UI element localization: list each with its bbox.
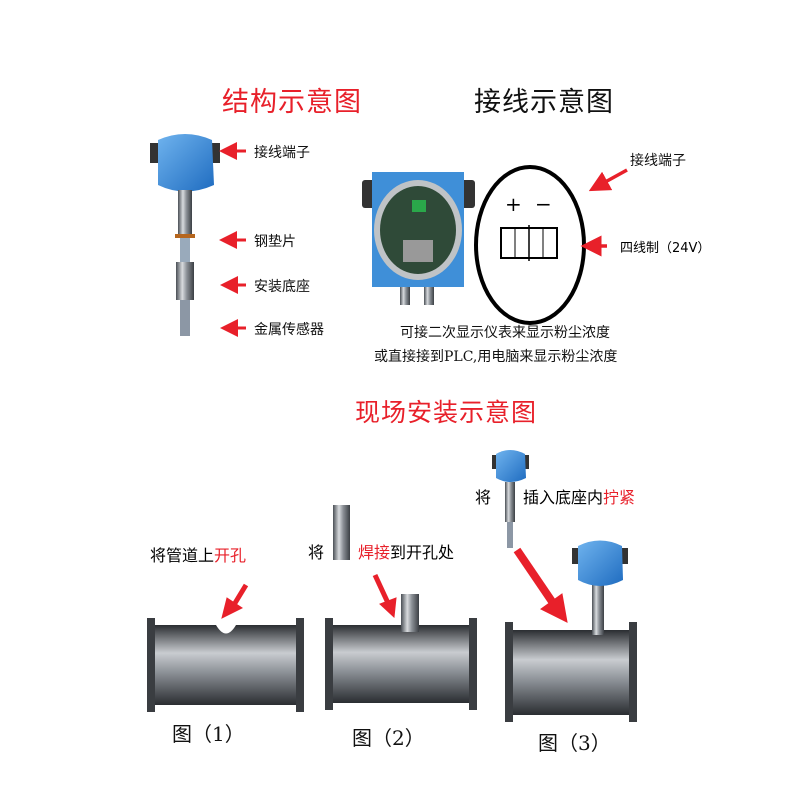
- mounting-base-image: [333, 505, 350, 560]
- step2-text: 将 焊接到开孔处: [308, 539, 454, 563]
- install-arrows: [221, 547, 568, 623]
- small-sensor-image: [492, 450, 529, 548]
- note-line-1: 可接二次显示仪表来显示粉尘浓度: [400, 325, 610, 341]
- pipe-3: [505, 540, 637, 722]
- step3-highlight: 拧紧: [603, 488, 636, 507]
- four-wire-label: 四线制（24V）: [620, 241, 711, 256]
- terminal-plus: +: [505, 192, 522, 216]
- open-housing-image: [362, 172, 475, 305]
- step3-instruction: 插入底座内: [523, 488, 604, 507]
- step1-text: 将管道上开孔: [150, 542, 246, 566]
- step2-highlight: 焊接: [358, 543, 391, 562]
- step2-prefix: 将: [308, 543, 325, 562]
- terminal-minus: −: [535, 192, 552, 216]
- sensor-structure-image: [150, 134, 220, 336]
- figure-3-caption: 图（3）: [538, 731, 611, 755]
- step3-prefix: 将: [475, 488, 492, 507]
- step2-suffix: 到开孔处: [390, 543, 455, 562]
- structure-title: 结构示意图: [222, 87, 362, 118]
- note-line-2: 或直接接到PLC,用电脑来显示粉尘浓度: [374, 349, 618, 365]
- step1-highlight: 开孔: [214, 546, 247, 565]
- pipe-2: [325, 594, 477, 710]
- label-mounting-base: 安装底座: [254, 279, 310, 295]
- structure-arrows: [219, 142, 246, 337]
- label-steel-gasket: 钢垫片: [254, 234, 296, 250]
- pipe-1: [147, 618, 304, 712]
- figure-1-caption: 图（1）: [172, 722, 245, 746]
- wiring-arrows: [580, 168, 628, 257]
- step1-instruction: 将管道上: [150, 546, 215, 565]
- terminal-diagram: [474, 165, 586, 325]
- figure-2-caption: 图（2）: [352, 726, 425, 750]
- step3-text: 将 插入底座内拧紧: [475, 484, 635, 508]
- install-title: 现场安装示意图: [355, 398, 538, 427]
- wiring-title: 接线示意图: [474, 87, 614, 118]
- label-metal-sensor: 金属传感器: [254, 322, 324, 338]
- wiring-terminal-label: 接线端子: [630, 153, 686, 169]
- label-terminal: 接线端子: [254, 145, 310, 161]
